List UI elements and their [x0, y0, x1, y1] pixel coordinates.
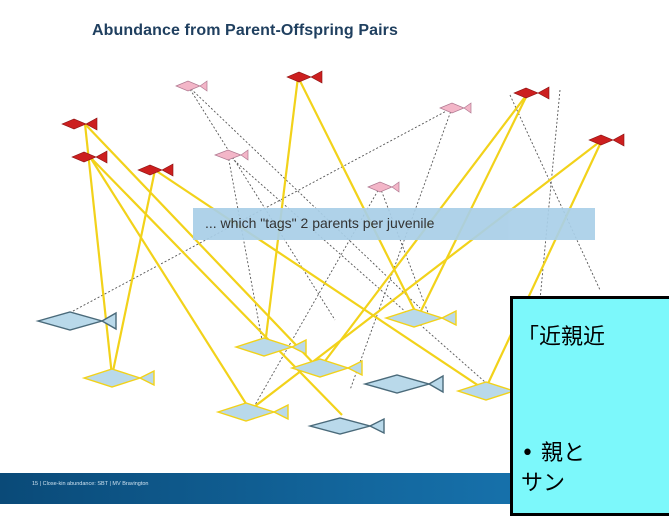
matched-juvenile-fish-icon [81, 368, 155, 388]
red-fish-icon [137, 163, 174, 177]
dashed-link [539, 89, 561, 301]
pink-fish-icon [439, 102, 472, 114]
dashed-link [187, 85, 421, 309]
dashed-link [379, 186, 431, 319]
callout-title: 「近親近 [517, 325, 606, 350]
pink-fish-icon [367, 181, 400, 193]
matched-juvenile-fish-icon [383, 308, 457, 328]
juvenile-fish-icon [35, 311, 117, 331]
pink-fish-icon [175, 80, 208, 92]
pink-fish-icon [214, 149, 249, 161]
dashed-link [509, 94, 601, 291]
matched-juvenile-fish-icon [289, 358, 363, 378]
callout-bullet: • 親と サン [521, 439, 585, 499]
adult-fish-group [61, 70, 625, 177]
callout-bullet-line-2: サン [521, 471, 566, 496]
juvenile-fish-icon [362, 374, 444, 394]
parent-link [417, 92, 529, 318]
parent-link [83, 123, 114, 377]
parent-link [110, 169, 157, 377]
callout-bullet-line-1: • 親と [521, 441, 585, 466]
juvenile-fish-group [35, 308, 529, 435]
japanese-callout-box: 「近親近 • 親と サン [510, 296, 669, 516]
parent-link [297, 76, 419, 318]
annotation-banner-text: ... which "tags" 2 parents per juvenile [205, 215, 435, 231]
sampled-adult-fish-group [175, 80, 472, 193]
slide: Abundance from Parent-Offspring Pairs [0, 22, 669, 516]
red-fish-icon [61, 117, 98, 131]
slide-title: Abundance from Parent-Offspring Pairs [92, 22, 398, 39]
dashed-link [227, 154, 263, 341]
red-fish-icon [286, 70, 323, 84]
juvenile-fish-icon [307, 417, 385, 435]
parent-link [484, 139, 603, 391]
red-fish-icon [513, 86, 550, 100]
matched-juvenile-fish-icon [215, 402, 289, 422]
matched-juvenile-fish-icon [233, 337, 307, 357]
dashed-link [349, 107, 453, 391]
annotation-banner: ... which "tags" 2 parents per juvenile [193, 208, 595, 240]
parent-link [89, 156, 251, 411]
dashed-link [227, 154, 486, 383]
dashed-link [187, 85, 336, 321]
parent-link [84, 123, 319, 369]
red-fish-icon [71, 150, 108, 164]
red-fish-icon [588, 133, 625, 147]
footer-text: 15 | Close-kin abundance: SBT | MV Bravi… [32, 481, 149, 487]
parent-link [154, 169, 486, 391]
